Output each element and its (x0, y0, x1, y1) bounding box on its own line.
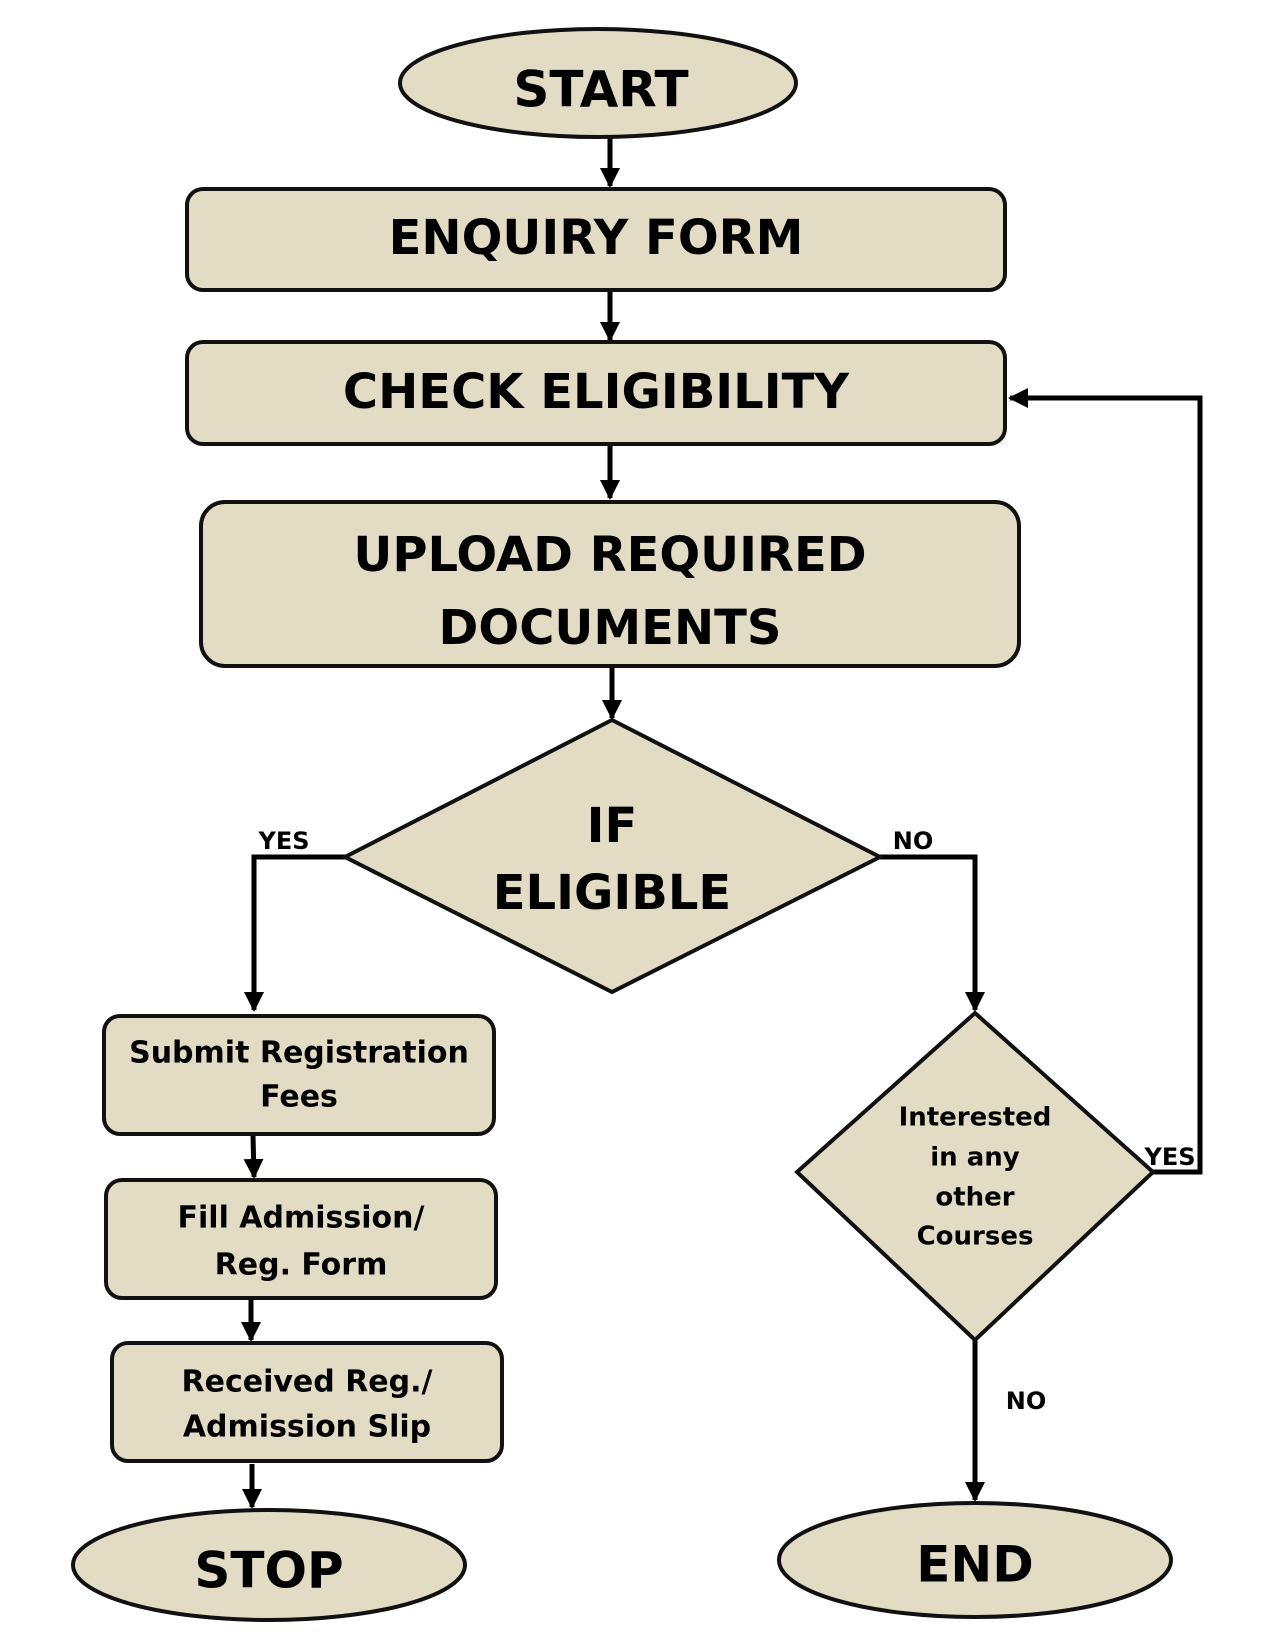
arrow-interested-yes-loop (1008, 388, 1203, 1175)
start-terminal: START (398, 27, 798, 139)
submit-fees-label-line2: Fees (260, 1080, 338, 1115)
enquiry-form-box: ENQUIRY FORM (185, 187, 1007, 292)
upload-documents-label-line2: DOCUMENTS (439, 600, 782, 656)
arrow-eligible-no (880, 854, 985, 1012)
submit-fees-box: Submit Registration Fees (102, 1014, 496, 1136)
interested-label-line1: Interested (899, 1103, 1052, 1133)
check-eligibility-box: CHECK ELIGIBILITY (185, 340, 1007, 446)
stop-label: STOP (194, 1542, 343, 1600)
received-slip-box: Received Reg./ Admission Slip (110, 1341, 504, 1463)
interested-label-line3: other (935, 1183, 1014, 1213)
arrow-eligible-yes (244, 854, 345, 1012)
if-eligible-decision: IF ELIGIBLE (340, 717, 885, 995)
received-slip-label-line2: Admission Slip (183, 1410, 431, 1445)
stop-terminal: STOP (71, 1508, 467, 1622)
start-label: START (513, 61, 688, 119)
edge-label-eligible-no: NO (893, 827, 934, 855)
arrow-fees-to-form (243, 1134, 264, 1179)
edge-label-interested-no: NO (1006, 1387, 1047, 1415)
interested-label-line2: in any (930, 1143, 1020, 1173)
if-eligible-label-line2: ELIGIBLE (493, 865, 731, 921)
upload-documents-label-line1: UPLOAD REQUIRED (353, 527, 866, 583)
fill-form-box: Fill Admission/ Reg. Form (104, 1178, 498, 1300)
edge-label-interested-yes: YES (1143, 1143, 1195, 1171)
upload-documents-box: UPLOAD REQUIRED DOCUMENTS (199, 500, 1021, 668)
interested-label-line4: Courses (917, 1222, 1034, 1252)
received-slip-label-line1: Received Reg./ (182, 1365, 433, 1400)
submit-fees-label-line1: Submit Registration (129, 1036, 469, 1071)
connectors (241, 135, 1203, 1509)
if-eligible-label-line1: IF (587, 798, 638, 854)
end-terminal: END (777, 1501, 1173, 1619)
edge-label-eligible-yes: YES (257, 827, 309, 855)
enquiry-form-label: ENQUIRY FORM (389, 210, 804, 266)
interested-decision: Interested in any other Courses (794, 1010, 1156, 1343)
fill-form-label-line1: Fill Admission/ (178, 1201, 425, 1236)
end-label: END (916, 1536, 1034, 1594)
fill-form-label-line2: Reg. Form (215, 1248, 388, 1283)
check-eligibility-label: CHECK ELIGIBILITY (343, 364, 850, 420)
